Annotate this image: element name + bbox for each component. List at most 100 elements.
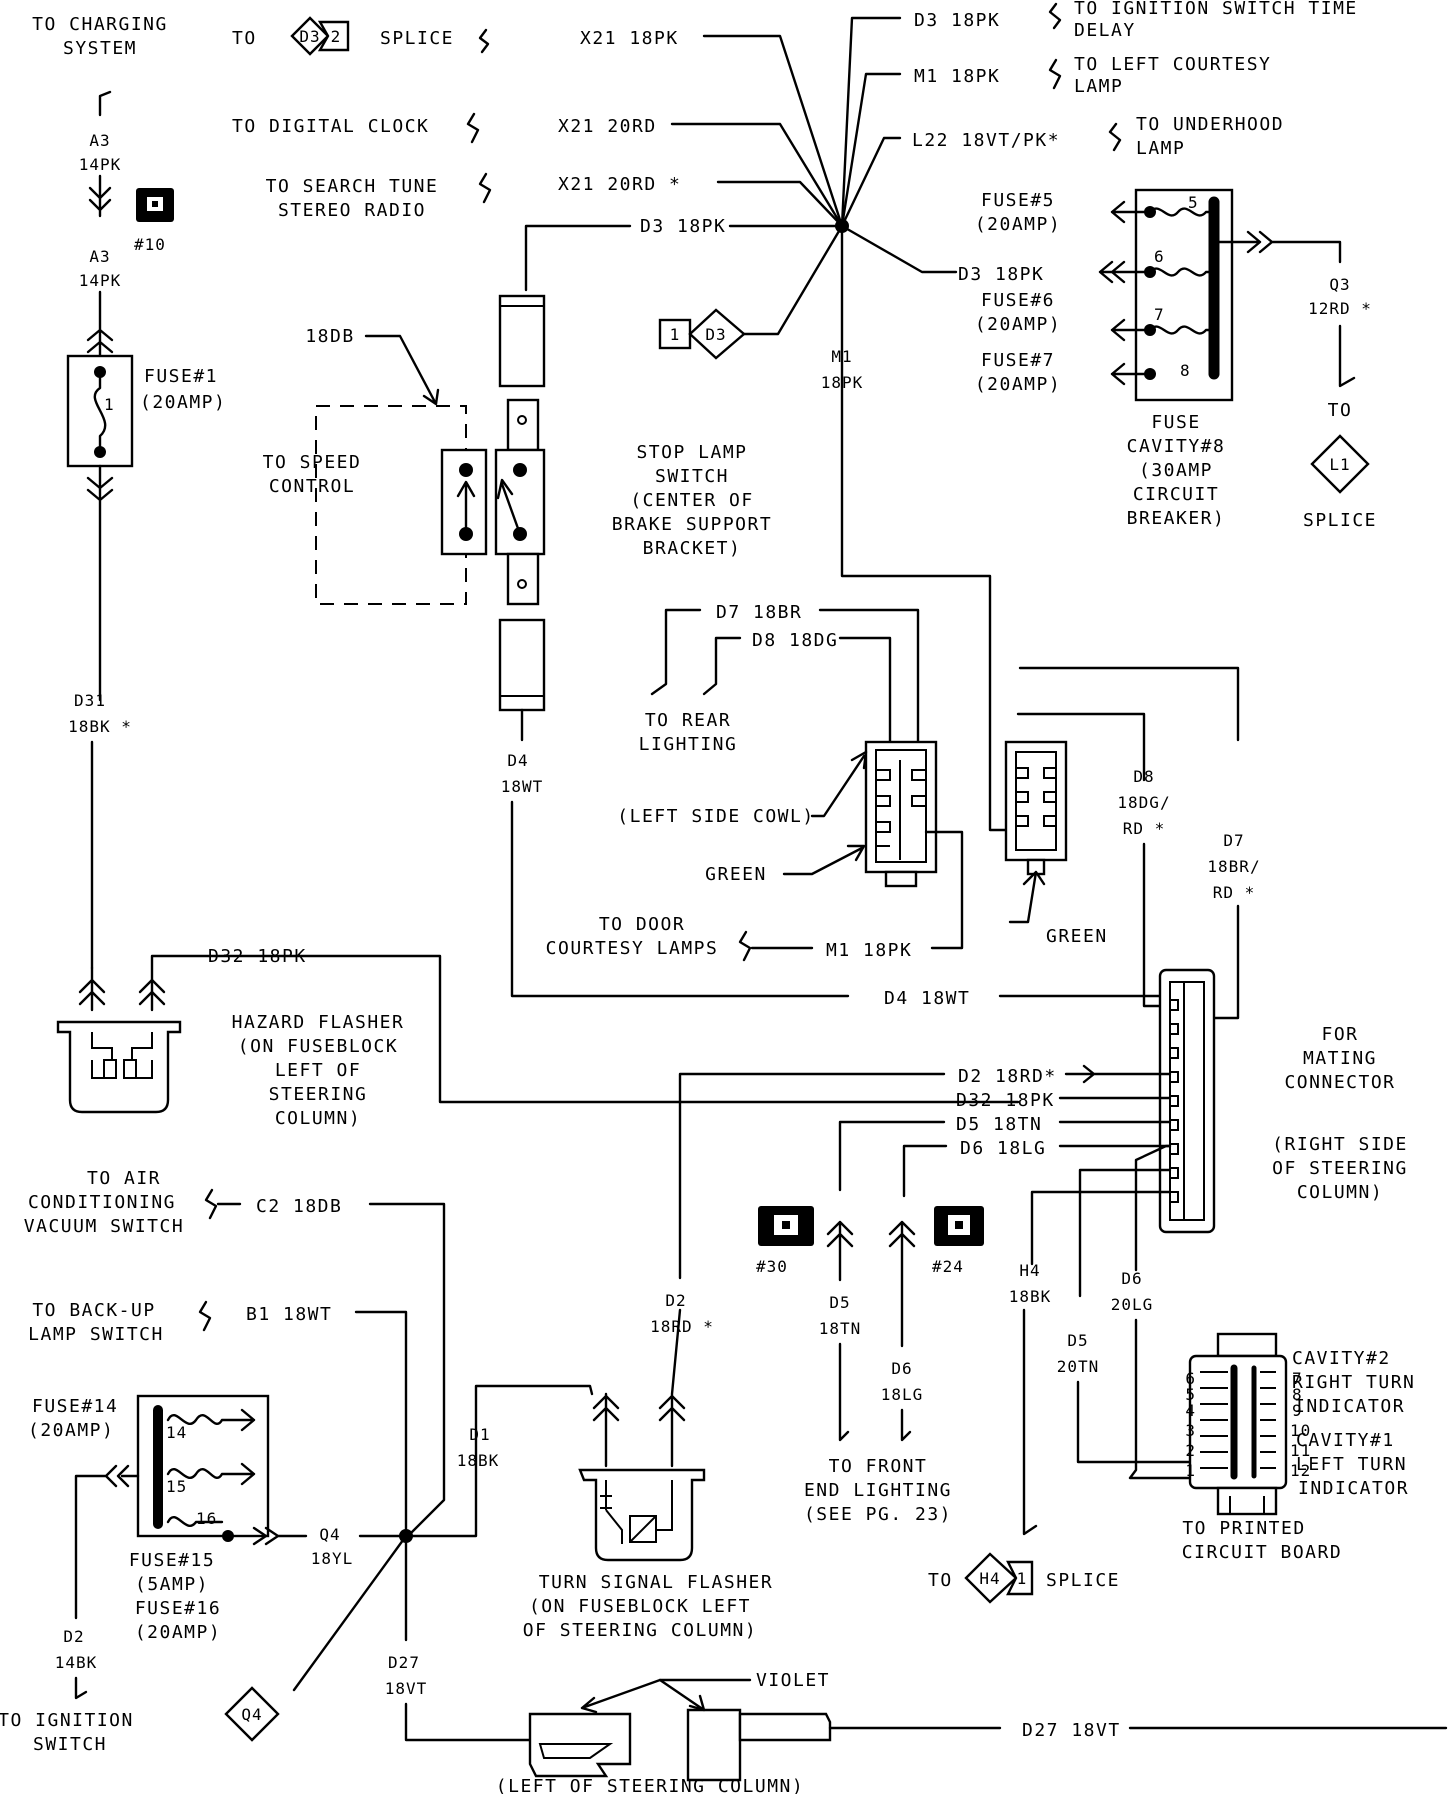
fuse1-label: FUSE#1 bbox=[144, 366, 218, 387]
connector-10-label: #10 bbox=[134, 235, 166, 254]
pcb-pin-12: 12 bbox=[1290, 1461, 1311, 1480]
to-charging-system-label-2: SYSTEM bbox=[63, 38, 137, 59]
svg-text:2: 2 bbox=[331, 27, 342, 46]
fuse-14-label: FUSE#14 bbox=[32, 1396, 118, 1417]
green-left-label: GREEN bbox=[705, 864, 767, 885]
d31-label: D31 bbox=[74, 691, 106, 710]
d27-label: D27 bbox=[388, 1653, 420, 1672]
green-right-label: GREEN bbox=[1046, 926, 1108, 947]
svg-text:BRACKET): BRACKET) bbox=[643, 538, 742, 559]
svg-text:(20AMP): (20AMP) bbox=[975, 374, 1061, 395]
svg-text:RIGHT TURN: RIGHT TURN bbox=[1292, 1372, 1415, 1393]
q4-diamond bbox=[224, 1686, 280, 1742]
svg-text:SWITCH: SWITCH bbox=[655, 466, 729, 487]
svg-text:18PK: 18PK bbox=[821, 373, 864, 392]
to-pcb-label: TO PRINTED bbox=[1182, 1518, 1305, 1539]
d8-18dg-label: D8 18DG bbox=[752, 630, 838, 651]
svg-text:STEREO RADIO: STEREO RADIO bbox=[278, 200, 426, 221]
fuse-15-number: 15 bbox=[166, 1477, 187, 1496]
pcb-connector: 6 5 4 3 2 1 7 8 9 10 11 12 CAVITY#2 RIGH… bbox=[1182, 1332, 1415, 1563]
stop-lamp-upper-connector bbox=[498, 294, 546, 388]
svg-text:18LG: 18LG bbox=[881, 1385, 924, 1404]
to-door-courtesy-label: TO DOOR bbox=[599, 914, 685, 935]
fuse1-rating: (20AMP) bbox=[140, 392, 226, 413]
svg-text:LEFT TURN: LEFT TURN bbox=[1296, 1454, 1407, 1475]
to-l1-label: TO bbox=[1328, 400, 1353, 421]
pcb-pin-8: 8 bbox=[1292, 1385, 1303, 1404]
stop-lamp-switch: 18DB TO SPEED CONTROL STOP LAMP SWITCH (… bbox=[263, 294, 1162, 1009]
svg-text:COURTESY LAMPS: COURTESY LAMPS bbox=[546, 938, 719, 959]
svg-text:(ON FUSEBLOCK LEFT: (ON FUSEBLOCK LEFT bbox=[529, 1596, 751, 1617]
d5-18tn-label: D5 18TN bbox=[956, 1114, 1042, 1135]
d4-label: D4 bbox=[507, 751, 528, 770]
to-charging-system-label: TO CHARGING bbox=[32, 14, 168, 35]
pcb-pin-3: 3 bbox=[1185, 1421, 1196, 1440]
svg-text:VACUUM SWITCH: VACUUM SWITCH bbox=[24, 1216, 184, 1237]
svg-text:COLUMN): COLUMN) bbox=[275, 1108, 361, 1129]
hazard-flasher-title: HAZARD FLASHER bbox=[232, 1012, 405, 1033]
svg-text:20TN: 20TN bbox=[1057, 1357, 1100, 1376]
fuse-cavity-8-title: FUSE bbox=[1151, 412, 1200, 433]
svg-text:SWITCH: SWITCH bbox=[33, 1734, 107, 1755]
d2-18rd-label: D2 18RD* bbox=[958, 1066, 1057, 1087]
l22-label: L22 18VT/PK* bbox=[912, 130, 1060, 151]
svg-text:(ON FUSEBLOCK: (ON FUSEBLOCK bbox=[238, 1036, 398, 1057]
h4-label: H4 bbox=[1019, 1261, 1040, 1280]
right-side-steering-label: (RIGHT SIDE bbox=[1272, 1134, 1408, 1155]
fuse-14-number: 14 bbox=[166, 1423, 187, 1442]
m1-vertical-wire bbox=[840, 224, 1014, 832]
to-left-courtesy-lamp-label: TO LEFT COURTESY bbox=[1074, 54, 1271, 75]
d7-right-label: D7 bbox=[1223, 831, 1244, 850]
d1-label: D1 bbox=[469, 1425, 490, 1444]
svg-text:CIRCUIT: CIRCUIT bbox=[1133, 484, 1219, 505]
left-side-cowl-label: (LEFT SIDE COWL) bbox=[617, 806, 814, 827]
splice-label-top: SPLICE bbox=[380, 28, 454, 49]
svg-text:18BR/: 18BR/ bbox=[1207, 857, 1260, 876]
pcb-pin-7: 7 bbox=[1292, 1369, 1303, 1388]
svg-text:18TN: 18TN bbox=[819, 1319, 862, 1338]
d5-20tn-label: D5 bbox=[1067, 1331, 1088, 1350]
d32-18pk-label: D32 18PK bbox=[208, 946, 307, 967]
to-front-end-label: TO FRONT bbox=[829, 1456, 928, 1477]
svg-text:L1: L1 bbox=[1329, 455, 1350, 474]
to-speed-control-label: TO SPEED bbox=[263, 452, 362, 473]
a3-bottom-label: A3 bbox=[89, 247, 110, 266]
cavity-2-label: CAVITY#2 bbox=[1292, 1348, 1391, 1369]
d27-18vt-right-label: D27 18VT bbox=[1022, 1720, 1121, 1741]
svg-text:DELAY: DELAY bbox=[1074, 20, 1136, 41]
svg-text:CONNECTOR: CONNECTOR bbox=[1284, 1072, 1395, 1093]
charging-wire-stub bbox=[98, 90, 112, 117]
svg-text:(20AMP): (20AMP) bbox=[135, 1622, 221, 1643]
fuse-cavity-8: 5 6 7 8 FUSE#5 (20AMP) FUSE#6 (20AMP) FU… bbox=[975, 188, 1377, 531]
pcb-pin-9: 9 bbox=[1292, 1401, 1303, 1420]
d31-gauge: 18BK * bbox=[68, 717, 132, 736]
svg-text:18WT: 18WT bbox=[501, 777, 544, 796]
to-air-conditioning-label: TO AIR bbox=[87, 1168, 161, 1189]
to-back-up-label: TO BACK-UP bbox=[32, 1300, 155, 1321]
cavity-1-label: CAVITY#1 bbox=[1296, 1430, 1395, 1451]
c2-18db-label: C2 18DB bbox=[256, 1196, 342, 1217]
fuse1-element bbox=[93, 370, 107, 454]
d32-hazard-wire bbox=[150, 954, 1020, 1104]
to-digital-clock-label: TO DIGITAL CLOCK bbox=[232, 116, 429, 137]
to-rear-lighting-label: TO REAR bbox=[645, 710, 731, 731]
svg-text:OF STEERING: OF STEERING bbox=[1272, 1158, 1408, 1179]
connector-30-label: #30 bbox=[756, 1257, 788, 1276]
b1-18wt-label: B1 18WT bbox=[246, 1304, 332, 1325]
fuse-6-label: FUSE#6 bbox=[981, 290, 1055, 311]
fuse-5-number: 5 bbox=[1188, 193, 1199, 212]
splice-d3-section: TO D3 2 SPLICE X21 18PK TO DIGITAL CLOCK… bbox=[232, 0, 1356, 832]
a3-top-label: A3 bbox=[89, 131, 110, 150]
d3-18pk-right-label: D3 18PK bbox=[958, 264, 1044, 285]
splice-l1-label: SPLICE bbox=[1303, 510, 1377, 531]
fuse-6-number: 6 bbox=[1154, 247, 1165, 266]
pcb-pin-10: 10 bbox=[1290, 1421, 1311, 1440]
svg-text:RD *: RD * bbox=[1213, 883, 1256, 902]
to-search-tune-label: TO SEARCH TUNE bbox=[266, 176, 439, 197]
svg-text:OF STEERING COLUMN): OF STEERING COLUMN) bbox=[523, 1620, 757, 1641]
svg-text:COLUMN): COLUMN) bbox=[1297, 1182, 1383, 1203]
mating-connector bbox=[1158, 968, 1216, 1234]
svg-text:(SEE PG. 23): (SEE PG. 23) bbox=[804, 1504, 952, 1525]
svg-text:BRAKE SUPPORT: BRAKE SUPPORT bbox=[612, 514, 772, 535]
a3-top-gauge: 14PK bbox=[79, 155, 122, 174]
